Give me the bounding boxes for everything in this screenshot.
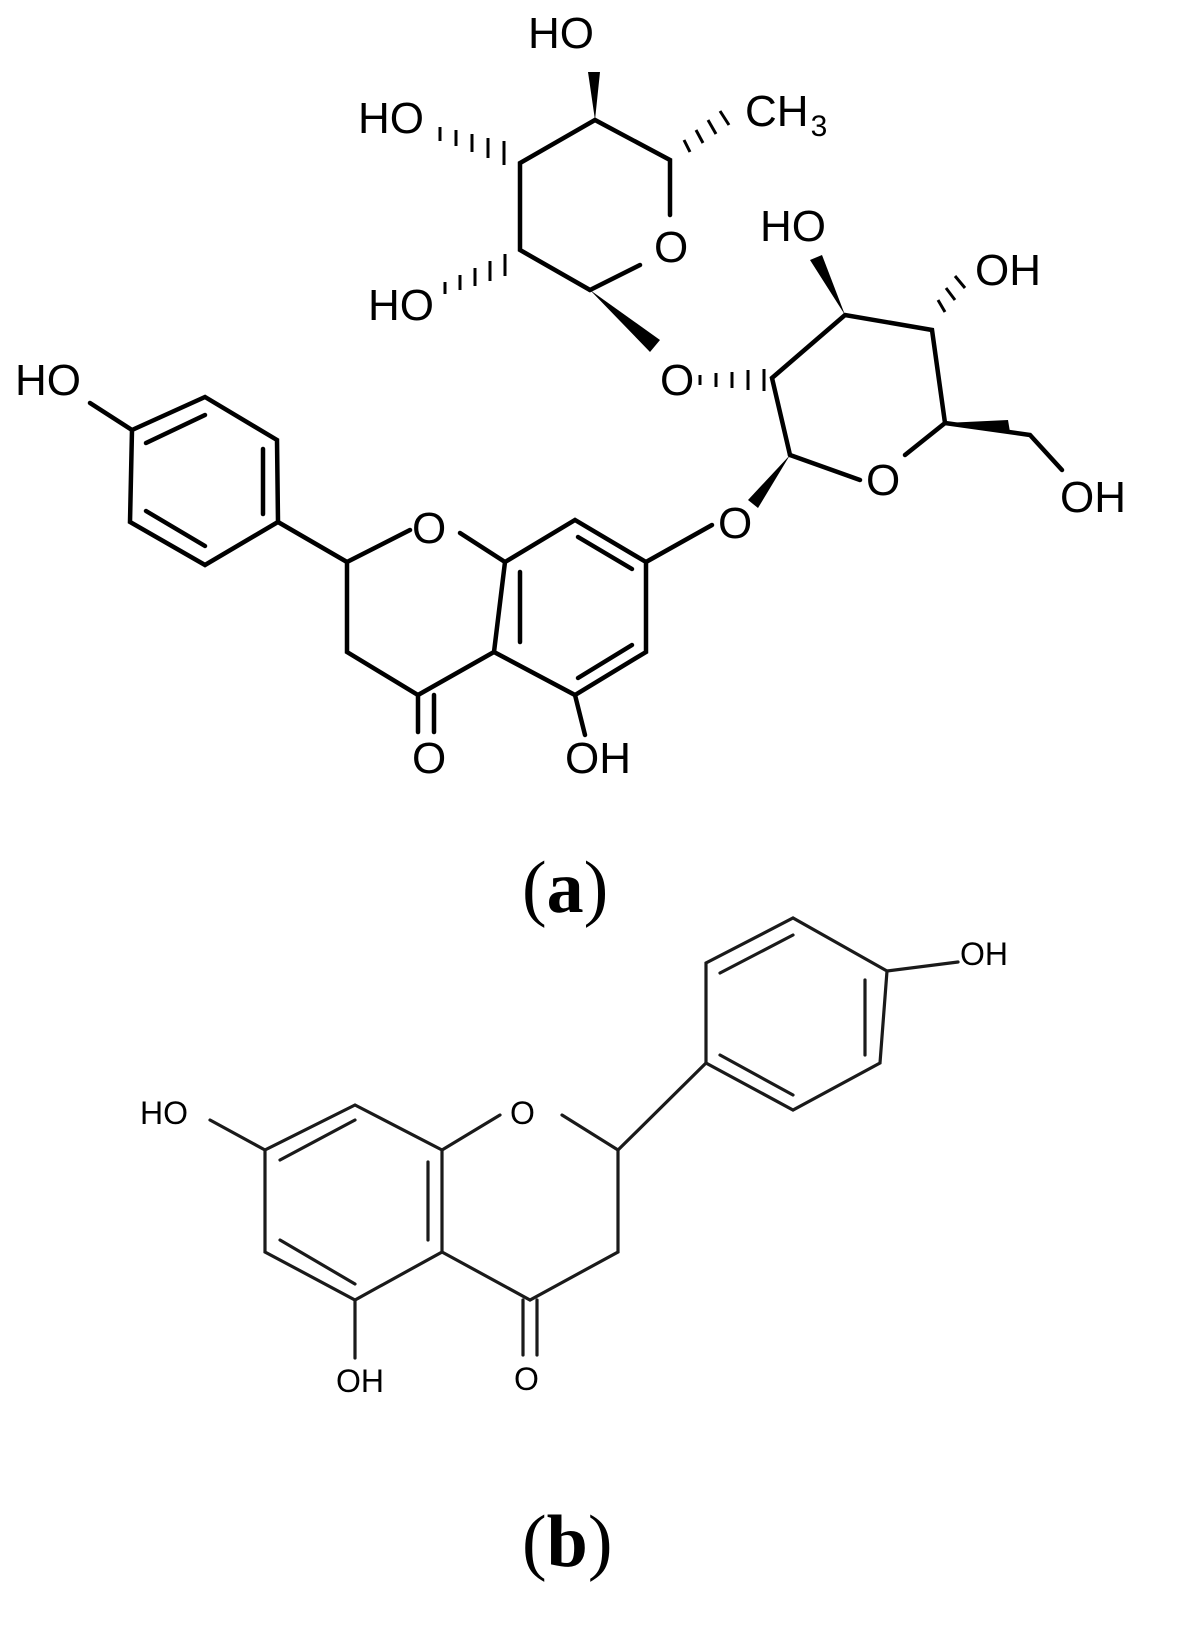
atom-label: OH (336, 1363, 384, 1399)
structure-a-stereo-bonds (438, 72, 1010, 508)
atom-label: HO (368, 281, 434, 330)
structure-b-bonds (208, 916, 960, 1360)
structure-a-caption: (a) (522, 847, 608, 929)
structure-b-atoms: OH O HO OH O (140, 936, 1008, 1399)
hash-bond (698, 369, 766, 391)
atom-label: OH (960, 936, 1008, 972)
structure-a-atoms: HO HO CH3 O HO HO OH O O OH O HO O O OH (15, 9, 1126, 783)
hash-bond (936, 275, 967, 313)
structure-a-bonds (87, 117, 1065, 738)
atom-label: O (514, 1361, 539, 1397)
atom-label: OH (1060, 473, 1126, 522)
atom-label: OH (565, 734, 631, 783)
atom-label: HO (760, 202, 826, 251)
atom-label: O (866, 456, 900, 505)
hash-bond (682, 110, 731, 153)
hash-bond (443, 254, 507, 294)
atom-label: O (654, 223, 688, 272)
atom-label: HO (15, 356, 81, 405)
atom-label: OH (975, 246, 1041, 295)
atom-label: HO (358, 94, 424, 143)
wedge-bond (588, 72, 600, 120)
wedge-bond (748, 455, 790, 508)
atom-label: O (718, 499, 752, 548)
atom-label: O (660, 356, 694, 405)
atom-label: HO (140, 1095, 188, 1131)
wedge-bond (945, 420, 1010, 432)
atom-label: O (510, 1095, 535, 1131)
hash-bond (438, 127, 506, 165)
atom-label: CH3 (745, 87, 827, 143)
wedge-bond (810, 255, 845, 315)
wedge-bond (590, 290, 660, 352)
atom-label: O (412, 734, 446, 783)
structure-b-caption: (b) (522, 1501, 612, 1583)
atom-label: O (412, 504, 446, 553)
atom-label: HO (528, 9, 594, 58)
